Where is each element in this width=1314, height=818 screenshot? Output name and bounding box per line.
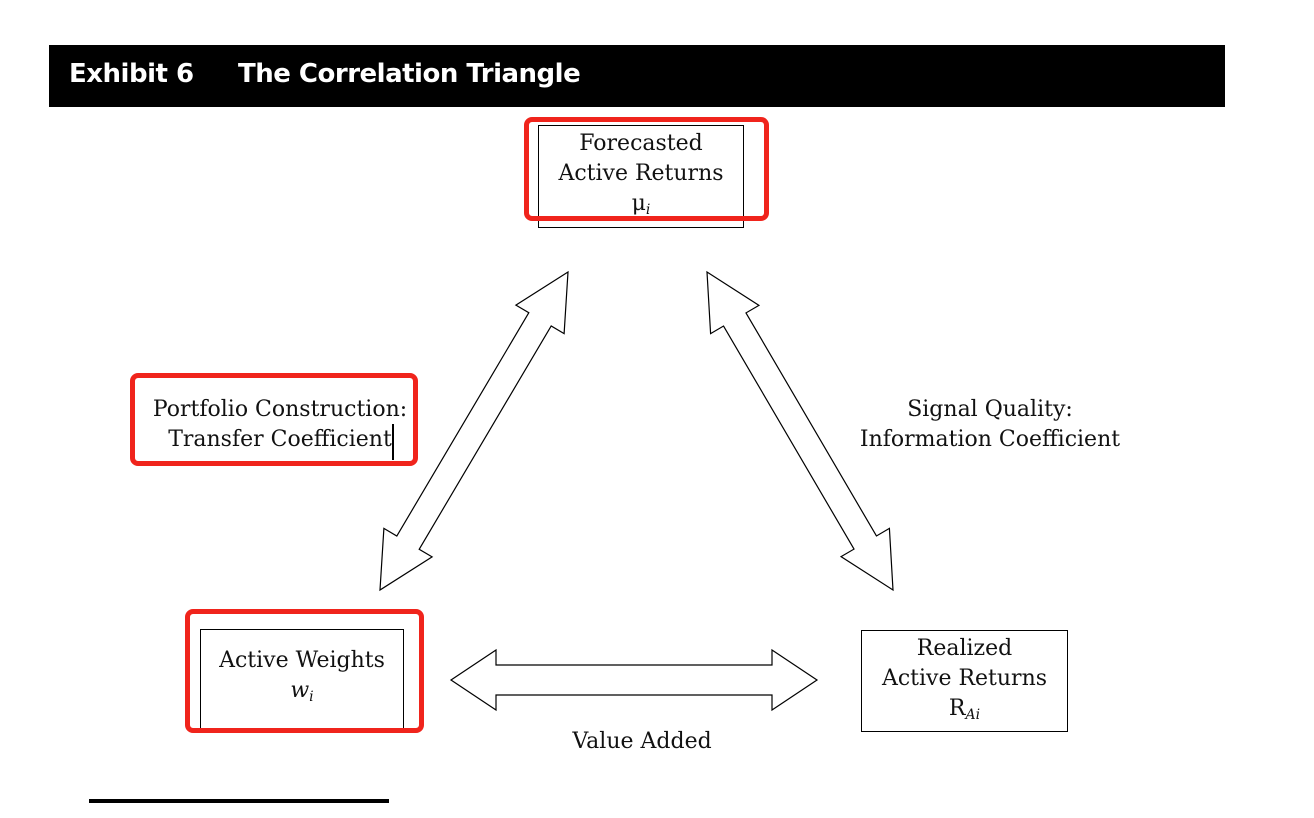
highlight-forecasted xyxy=(524,117,769,221)
node-symbol: R xyxy=(948,696,966,721)
exhibit-title: The Correlation Triangle xyxy=(238,59,581,89)
highlight-portfolio xyxy=(130,373,418,466)
edge-line: Transfer Coefficient xyxy=(168,427,392,452)
edge-line: Signal Quality: xyxy=(907,397,1073,422)
edge-label-value-added: Value Added xyxy=(572,729,712,754)
node-forecasted-returns: Forecasted Active Returns μi xyxy=(538,125,744,228)
node-line: Active Weights xyxy=(219,648,385,673)
edge-label-signal: Signal Quality: Information Coefficient xyxy=(840,395,1140,455)
edge-line: Portfolio Construction: xyxy=(152,397,408,422)
edge-line: Information Coefficient xyxy=(859,427,1121,452)
node-line: Active Returns xyxy=(558,161,724,186)
node-symbol: w xyxy=(290,678,310,703)
double-arrow-weights-realized xyxy=(449,648,819,712)
double-arrow-forecast-realized xyxy=(706,270,894,592)
node-realized-returns: Realized Active Returns RAi xyxy=(861,630,1068,732)
node-line: Forecasted xyxy=(579,131,703,156)
node-active-weights: Active Weights wi xyxy=(200,629,404,732)
node-line: Active Returns xyxy=(881,666,1048,691)
exhibit-banner: Exhibit 6 The Correlation Triangle xyxy=(49,45,1225,107)
node-subscript: i xyxy=(309,689,314,705)
node-subscript: Ai xyxy=(965,707,981,723)
node-line: Realized xyxy=(916,636,1013,661)
highlight-weights xyxy=(185,609,424,733)
text-cursor xyxy=(392,424,394,460)
node-symbol: μ xyxy=(631,191,646,216)
node-subscript: i xyxy=(645,202,651,218)
edge-label-portfolio: Portfolio Construction: Transfer Coeffic… xyxy=(140,395,420,455)
double-arrow-forecast-weights xyxy=(379,270,569,592)
exhibit-number: Exhibit 6 xyxy=(69,59,194,89)
footnote-rule xyxy=(89,799,389,803)
